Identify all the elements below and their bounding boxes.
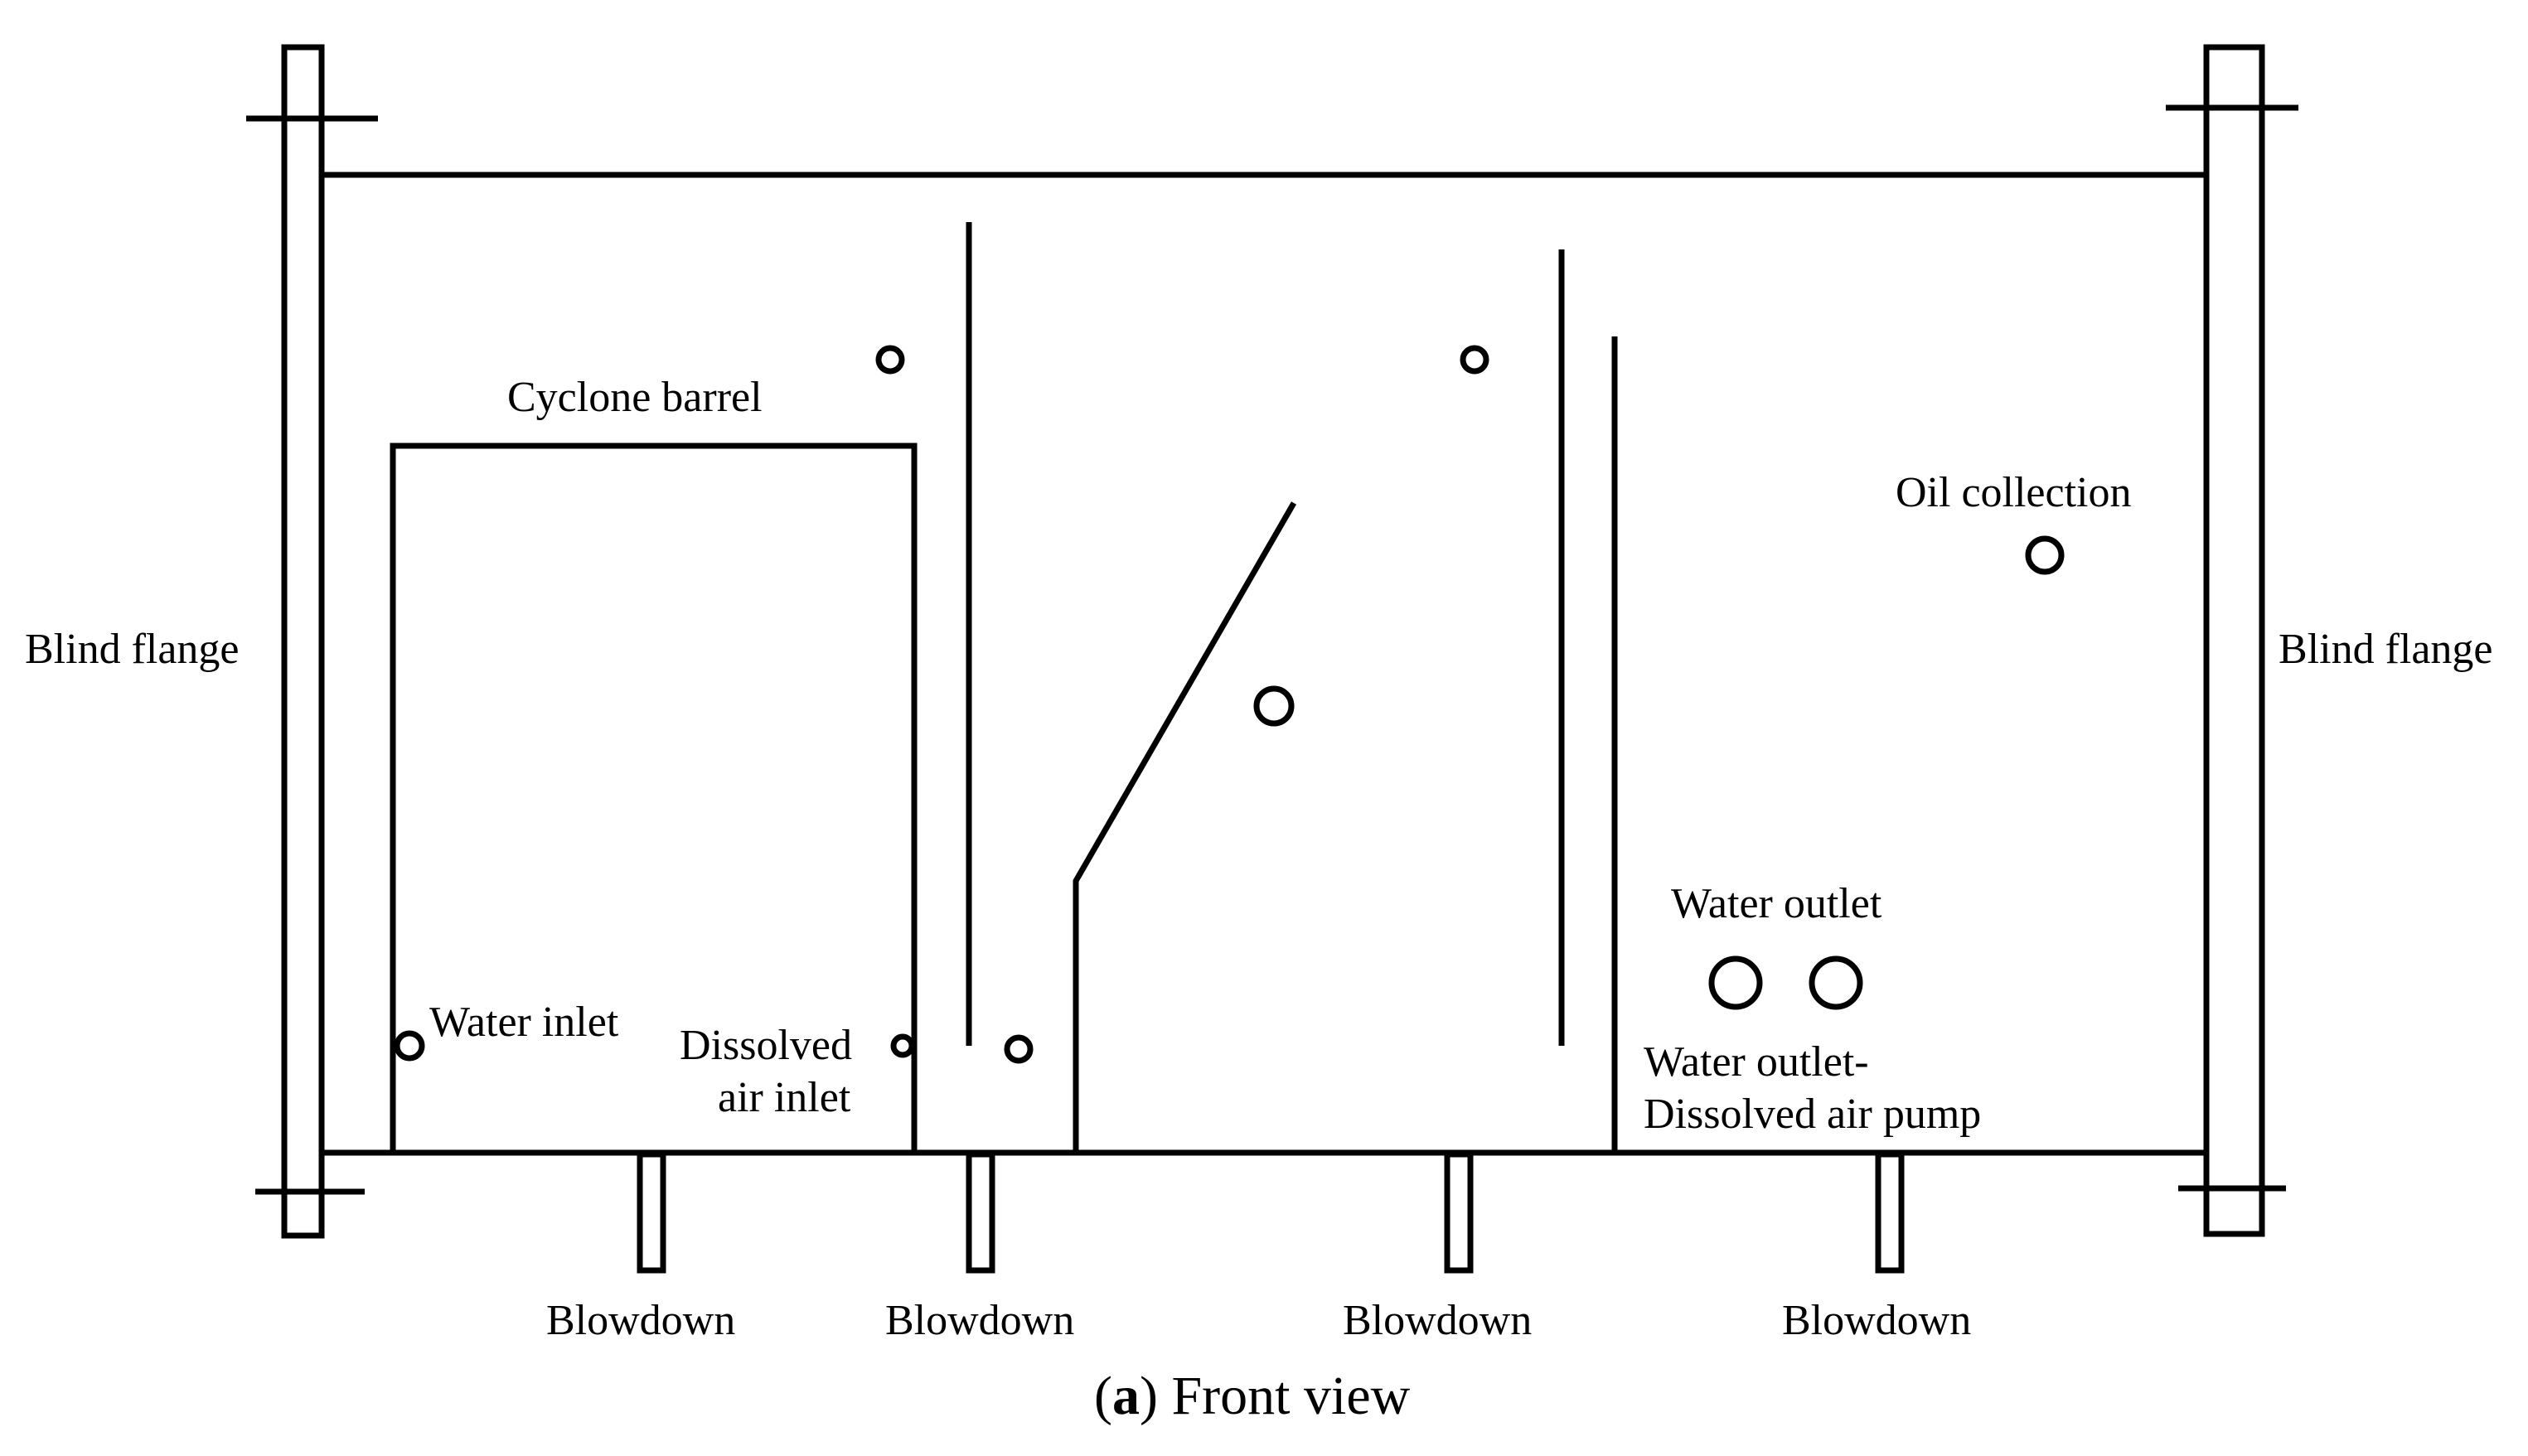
blowdown-pipe-4	[1875, 1151, 1905, 1274]
water-outlet-pump-label-line1: Water outlet-	[1644, 1038, 1869, 1086]
blowdown-pipe-1	[637, 1151, 666, 1274]
left-blind-flange	[246, 44, 378, 1239]
port-top-2	[1460, 345, 1489, 375]
cyclone-barrel-outline	[390, 443, 918, 1153]
dissolved-air-inlet-label-line2: air inlet	[718, 1074, 851, 1121]
blind-flange-left-label: Blind flange	[25, 626, 240, 673]
dissolved-air-inlet-port	[890, 1033, 915, 1058]
blowdown-label-3: Blowdown	[1343, 1297, 1532, 1344]
middle-port	[1253, 685, 1295, 727]
port-bottom-middle	[1004, 1034, 1034, 1064]
oil-collection-label: Oil collection	[1896, 469, 2131, 516]
blowdown-pipe-3	[1444, 1151, 1474, 1274]
dissolved-air-inlet-label-line1: Dissolved	[680, 1022, 852, 1069]
blowdown-label-2: Blowdown	[885, 1297, 1074, 1344]
water-outlet-pump-label-line2: Dissolved air pump	[1644, 1091, 1981, 1138]
inclined-baffle	[1073, 501, 1297, 1153]
figure-caption: (a) Front view	[1094, 1366, 1411, 1426]
blowdown-pipe-2	[966, 1151, 995, 1274]
blowdown-label-1: Blowdown	[546, 1297, 735, 1344]
water-outlet-label: Water outlet	[1671, 880, 1882, 927]
blowdown-label-4: Blowdown	[1782, 1297, 1971, 1344]
water-outlet-port	[1708, 955, 1763, 1010]
water-outlet-pump-port	[1809, 955, 1863, 1010]
water-inlet-label: Water inlet	[429, 999, 619, 1046]
blind-flange-right-label: Blind flange	[2279, 626, 2493, 673]
cyclone-barrel-label: Cyclone barrel	[507, 374, 763, 421]
oil-collection-port	[2025, 535, 2065, 575]
port-top-1	[875, 345, 905, 375]
water-inlet-port	[394, 1030, 425, 1062]
right-blind-flange	[2166, 44, 2298, 1237]
